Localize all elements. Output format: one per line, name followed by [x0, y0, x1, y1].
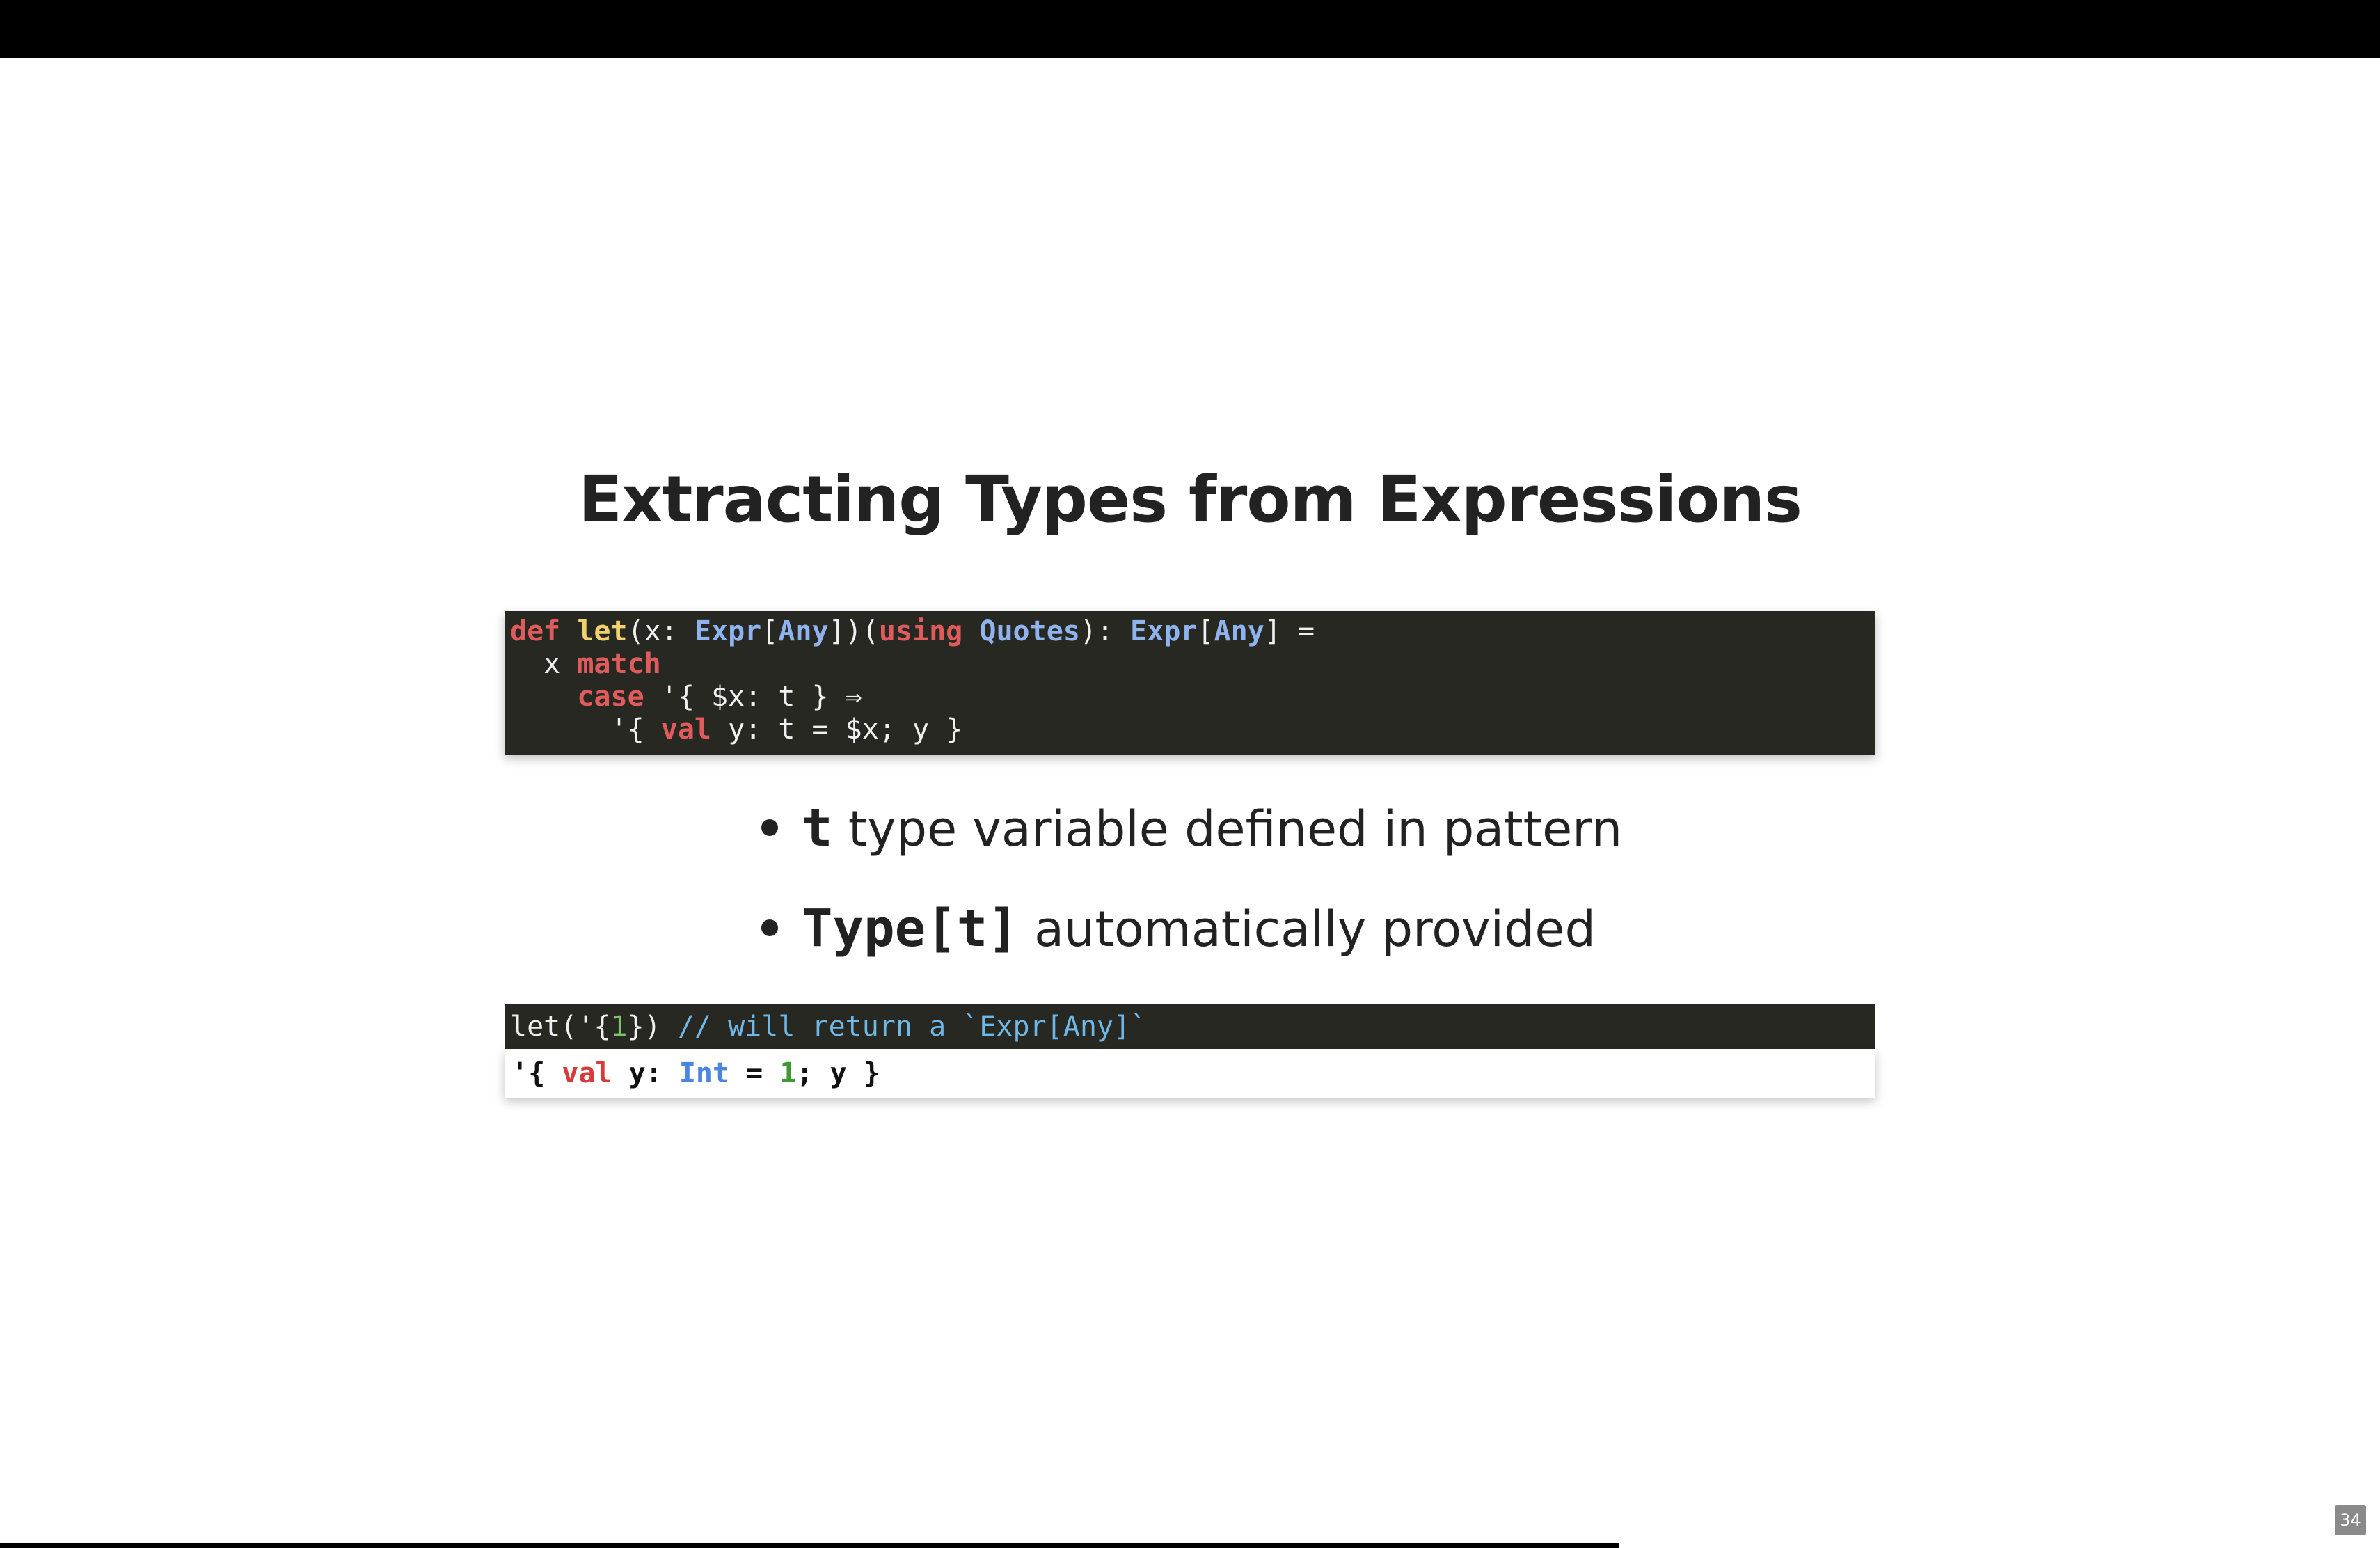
code-token: x [510, 648, 578, 680]
code-token: '{ [510, 713, 661, 745]
code-token: (x: [627, 615, 695, 647]
bullet-text: type variable defined in pattern [832, 800, 1623, 858]
code-token: 1 [779, 1057, 797, 1089]
code-token: ): [1079, 615, 1131, 647]
code-token: [ [1197, 615, 1214, 647]
code-token: val [562, 1057, 612, 1089]
code-token: ; y } [796, 1057, 880, 1089]
code-token: ] = [1264, 615, 1315, 647]
code-token: match [577, 648, 661, 680]
top-black-bar [0, 0, 2380, 58]
repl-output: '{ val y: Int = 1; y } [505, 1049, 1875, 1098]
code-token: case [577, 681, 644, 713]
slide-number-badge: 34 [2335, 1505, 2366, 1535]
repl-input-line: let('{1}) // will return a `Expr[Any]` [510, 1004, 1875, 1049]
slide-title: Extracting Types from Expressions [578, 462, 1802, 537]
code-token: Expr [694, 615, 762, 647]
code-line-1: def let(x: Expr[Any])(using Quotes): Exp… [510, 615, 1875, 648]
code-block: def let(x: Expr[Any])(using Quotes): Exp… [505, 611, 1875, 755]
code-line-3: case '{ $x: t } ⇒ [510, 681, 1875, 713]
repl-input: let('{1}) // will return a `Expr[Any]` [505, 1004, 1875, 1049]
code-line-2: x match [510, 648, 1875, 681]
bullet-code: t [802, 798, 833, 858]
bullet-text: automatically provided [1018, 901, 1596, 958]
code-token: y: [612, 1057, 679, 1089]
code-token: Expr [1130, 615, 1198, 647]
code-token: Int [679, 1057, 730, 1089]
slide [0, 58, 2380, 1548]
code-token: }) [627, 1011, 678, 1043]
code-token [510, 681, 577, 713]
bullet-list: t type variable defined in pattern Type[… [759, 787, 1622, 987]
code-token: def [510, 615, 561, 647]
code-token: using [878, 615, 963, 647]
code-token: Any [1214, 615, 1264, 647]
bullet-code: Type[t] [802, 899, 1019, 958]
progress-bar [0, 1543, 1619, 1548]
bullet-dot-icon [761, 819, 778, 836]
code-token: = [729, 1057, 780, 1089]
code-token: Any [778, 615, 829, 647]
code-token: let [577, 615, 628, 647]
code-token: Quotes [979, 615, 1080, 647]
code-token: let('{ [510, 1011, 611, 1043]
code-token: ])( [828, 615, 879, 647]
code-token [962, 615, 979, 647]
bullet-item: Type[t] automatically provided [759, 887, 1622, 987]
code-token: 1 [610, 1011, 628, 1043]
bullet-dot-icon [761, 919, 778, 936]
code-token: val [660, 713, 711, 745]
code-line-4: '{ val y: t = $x; y } [510, 713, 1875, 746]
code-token: [ [761, 615, 779, 647]
code-token: '{ $x: t } ⇒ [644, 681, 862, 713]
code-token [560, 615, 577, 647]
bullet-item: t type variable defined in pattern [759, 787, 1622, 887]
code-token: '{ [511, 1057, 562, 1089]
code-token: y: t = $x; y } [711, 713, 963, 745]
code-comment: // will return a `Expr[Any]` [677, 1011, 1148, 1043]
